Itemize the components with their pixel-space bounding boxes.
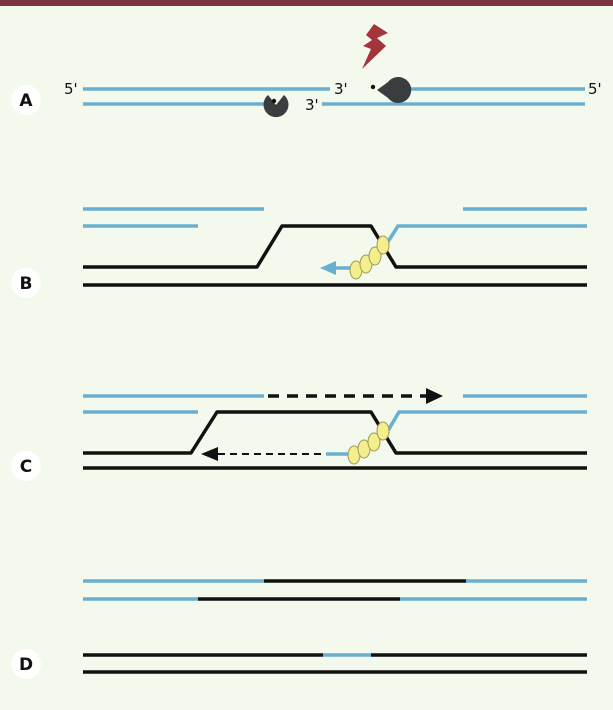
strand-b-black-dloop	[83, 224, 587, 269]
arrow-b-blue	[320, 261, 336, 275]
panel-c	[83, 388, 587, 470]
panel-b	[83, 207, 587, 287]
panel-a-badge: A	[11, 85, 41, 115]
label-3prime-top: 3'	[334, 80, 348, 98]
strand-b-blue-invading	[382, 224, 587, 249]
panel-b-letter: B	[20, 274, 33, 294]
panel-c-badge: C	[11, 451, 41, 481]
top-bar	[0, 0, 613, 6]
panel-b-badge: B	[11, 268, 41, 298]
arrowhead-c-middle	[201, 447, 218, 461]
protein-filament-icon-b	[349, 235, 390, 280]
arrowhead-c-top	[426, 388, 443, 404]
panel-a-letter: A	[19, 91, 33, 111]
pacman-nuclease-icon-right	[370, 77, 412, 103]
strand-c-black-dloop	[83, 410, 587, 455]
panel-d	[83, 579, 587, 674]
panel-d-letter: D	[19, 655, 33, 675]
panel-c-letter: C	[20, 457, 32, 477]
label-3prime-bottom: 3'	[305, 96, 319, 114]
panel-a: 5' 3' 3' 5'	[64, 24, 602, 118]
lightning-icon	[362, 24, 388, 69]
pacman-nuclease-icon-left	[263, 95, 289, 118]
panel-d-badge: D	[11, 649, 41, 679]
protein-filament-icon-c	[347, 421, 390, 465]
label-5prime-right: 5'	[588, 80, 602, 98]
label-5prime-left: 5'	[64, 80, 78, 98]
strand-c-blue-invading	[384, 410, 587, 435]
